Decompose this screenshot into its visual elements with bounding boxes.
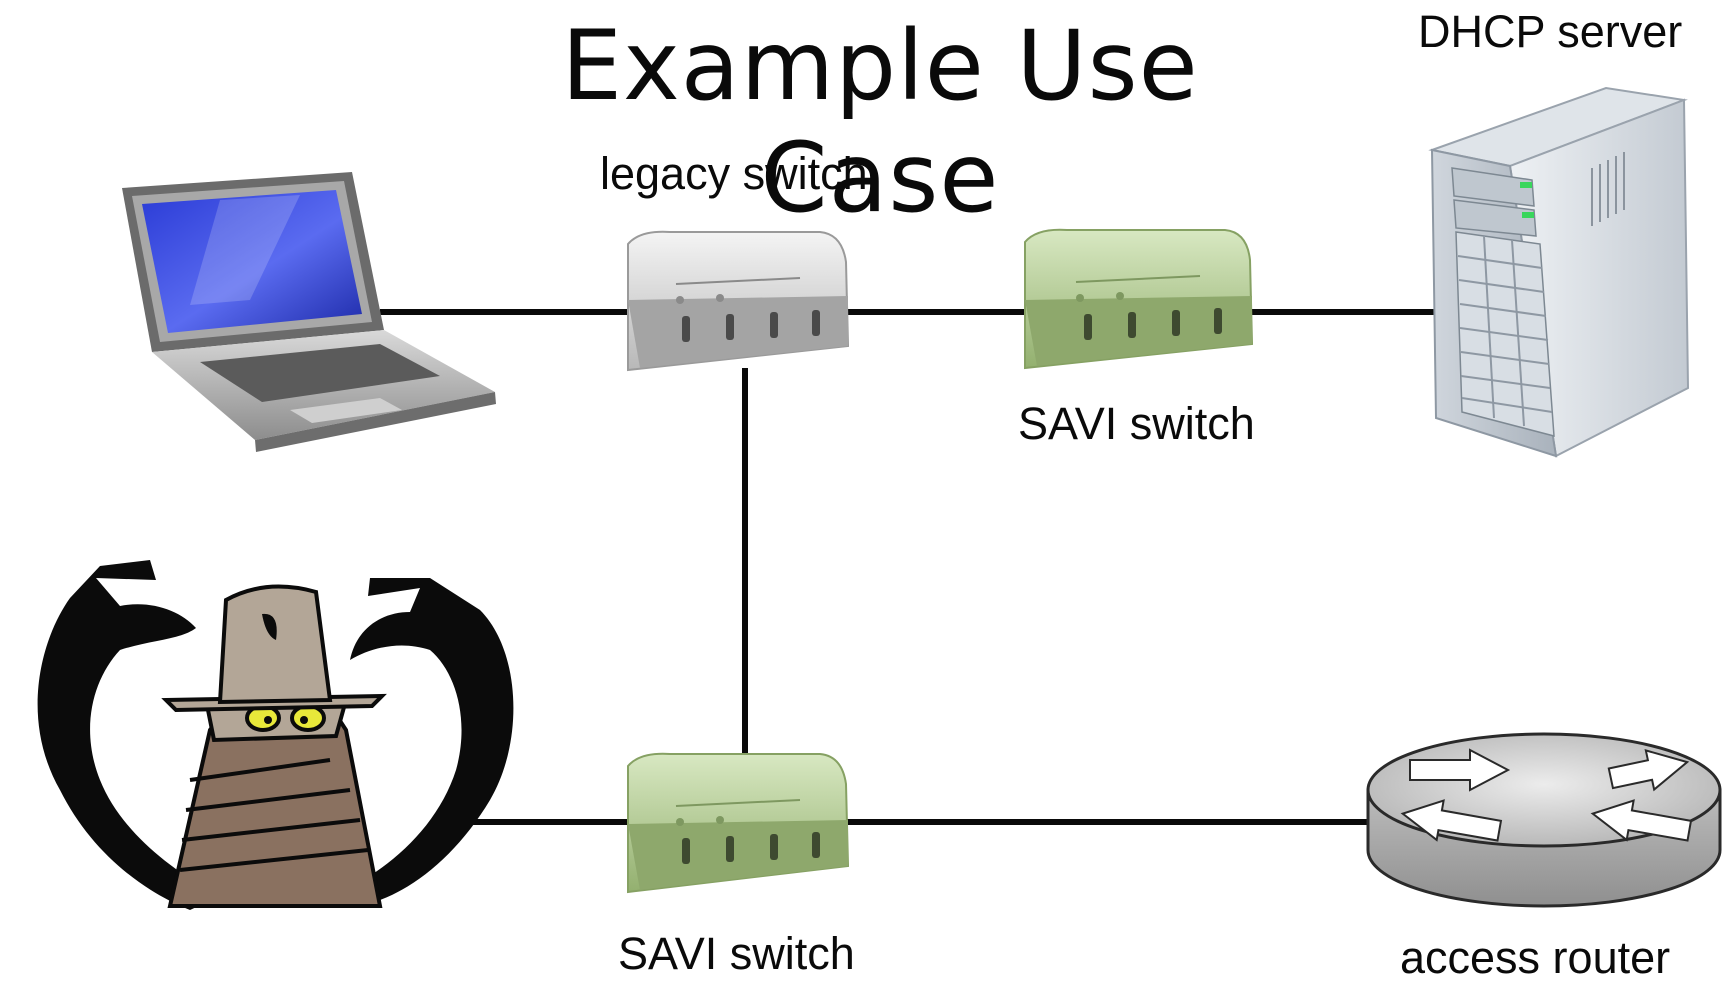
- savi-switch-top-icon: [1024, 228, 1254, 370]
- legacy-switch-label: legacy switch: [600, 148, 868, 199]
- access-router-label: access router: [1400, 932, 1671, 983]
- server-tower-icon: [1428, 86, 1690, 458]
- attacker-icon: [37, 560, 514, 910]
- savi-switch-bottom-label: SAVI switch: [618, 928, 855, 979]
- savi-switch-top-label: SAVI switch: [1018, 398, 1255, 449]
- laptop-icon: [122, 172, 496, 452]
- savi-switch-bottom-icon: [627, 752, 850, 894]
- legacy-switch-icon: [627, 230, 850, 372]
- dhcp-server-label: DHCP server: [1418, 6, 1683, 57]
- router-icon: [1366, 732, 1722, 908]
- links: [380, 309, 1440, 825]
- slide-title: Example Use Case: [561, 10, 1199, 234]
